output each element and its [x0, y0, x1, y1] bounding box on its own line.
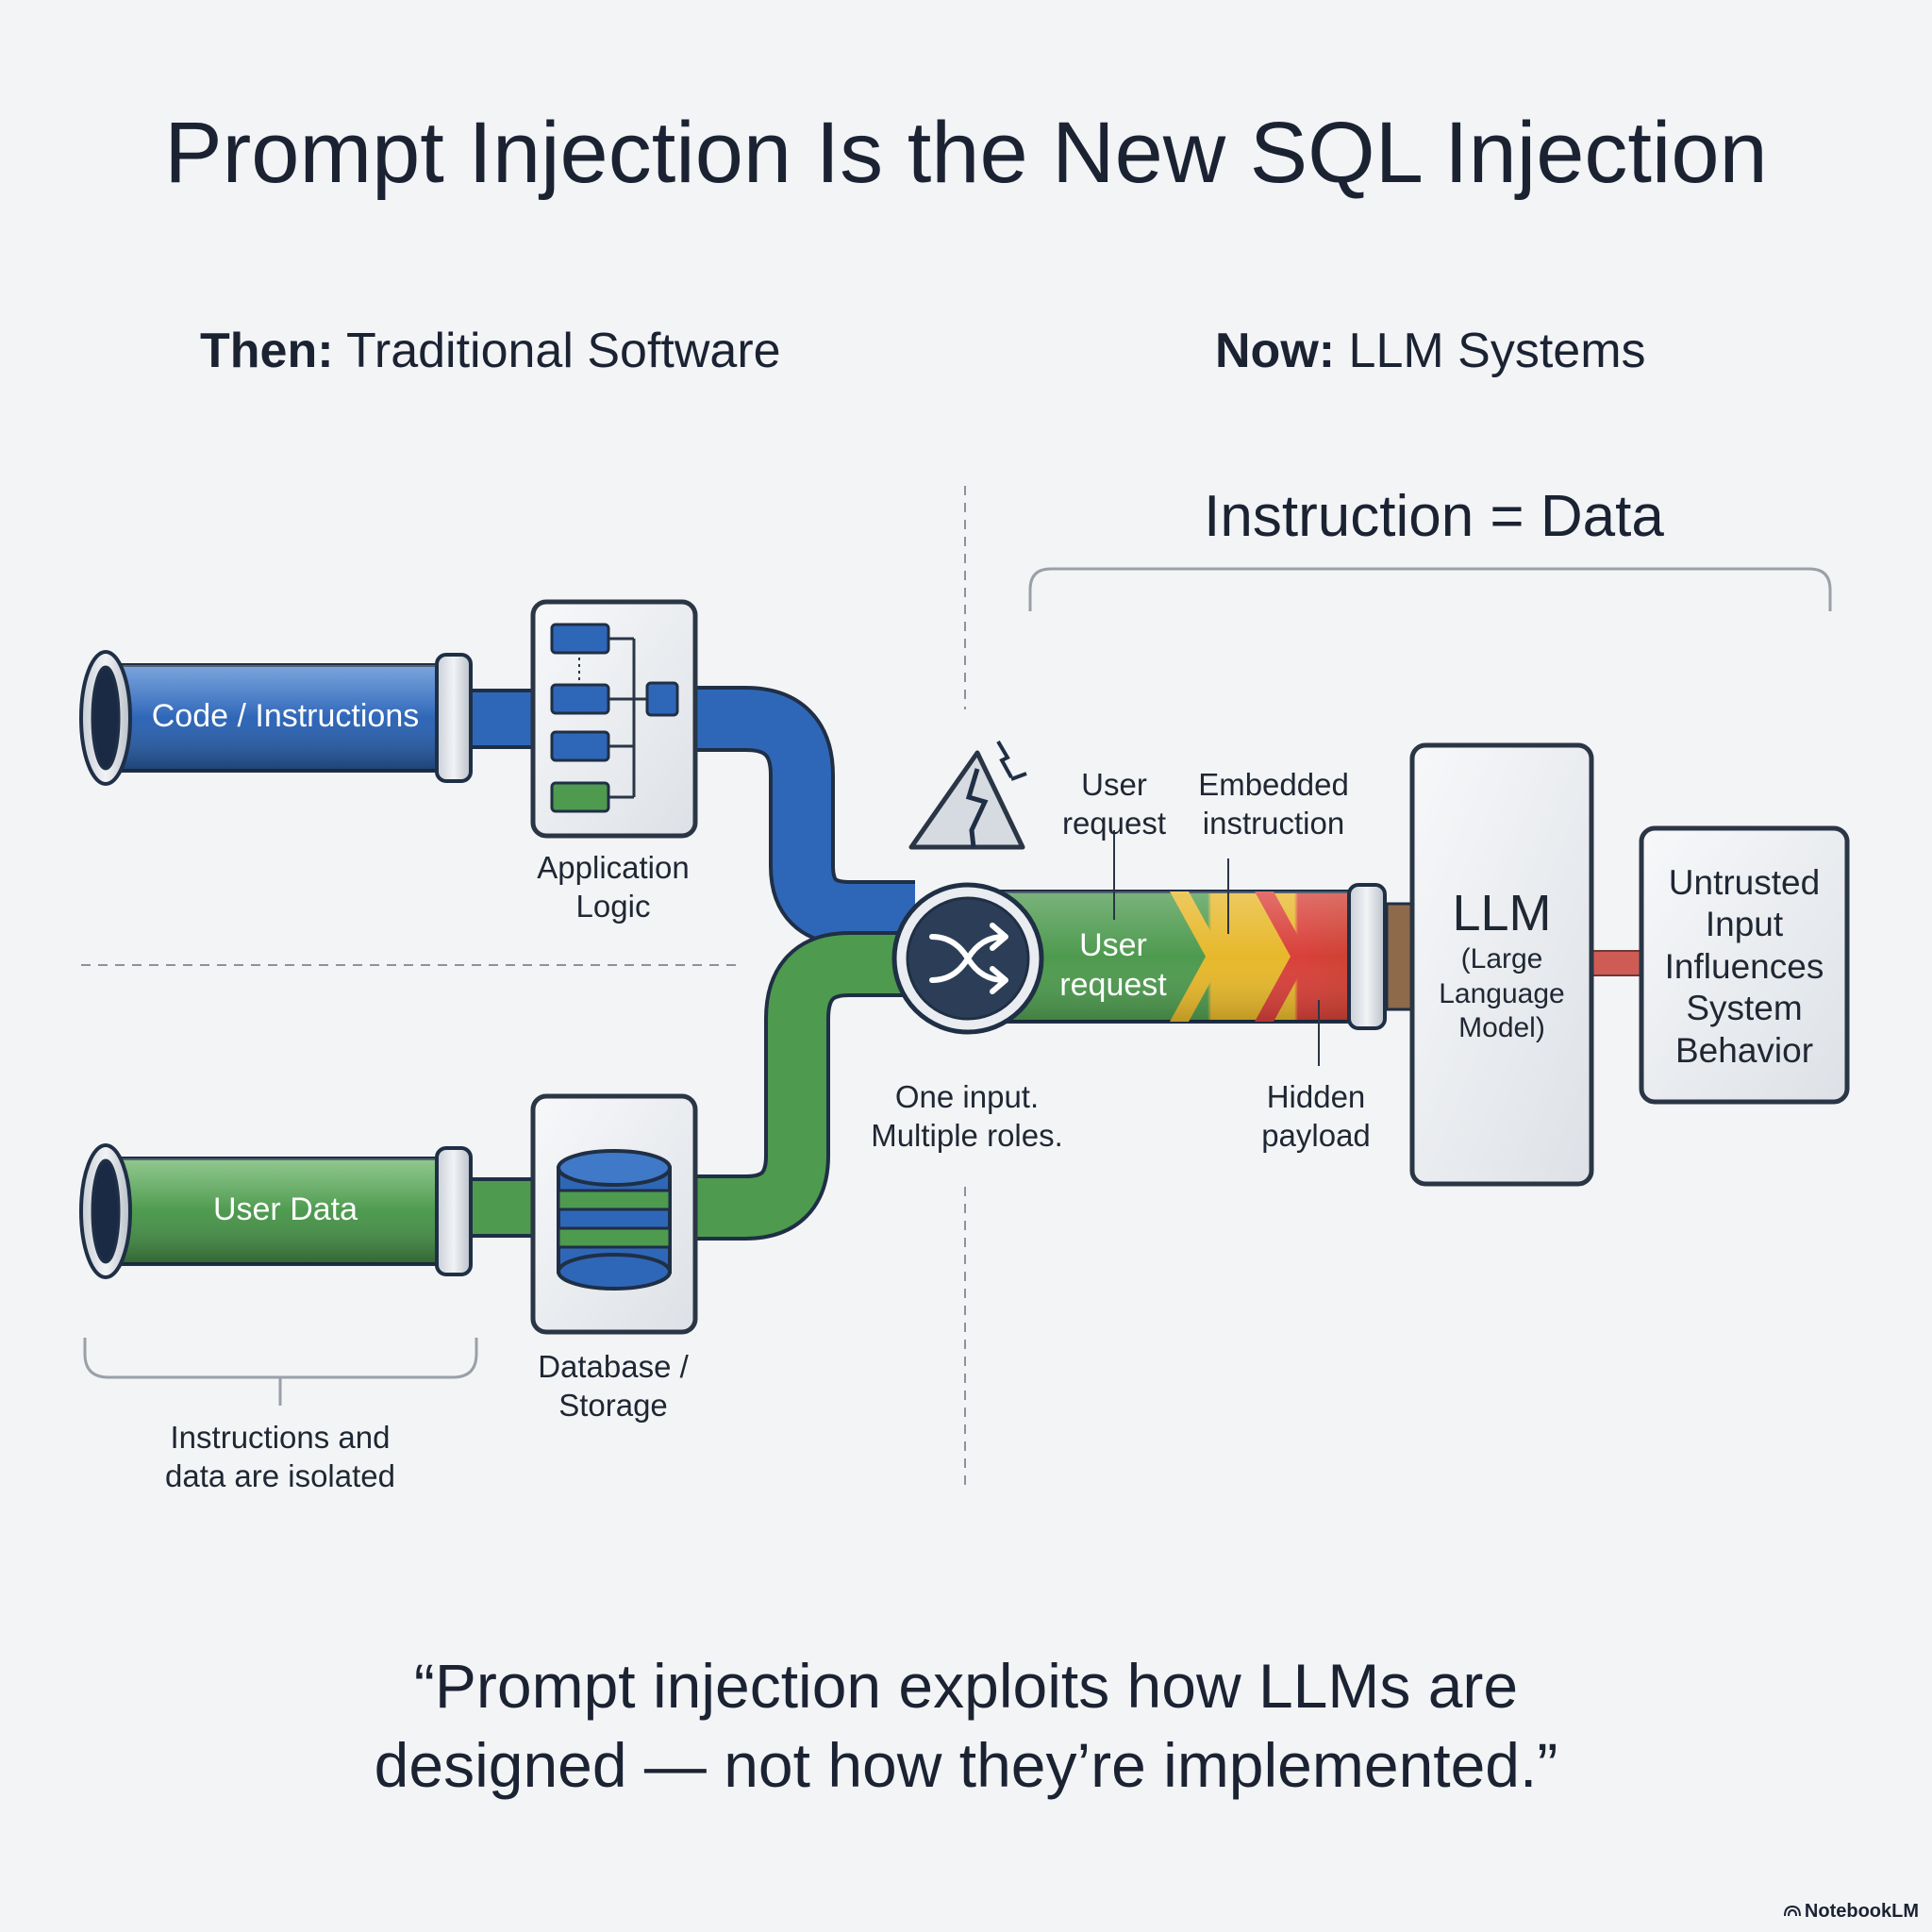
- user-request-pipe-label-line: User: [1079, 927, 1147, 963]
- one-input-label-line: One input.: [894, 1079, 1040, 1114]
- user-data-label: User Data: [212, 1191, 358, 1227]
- embedded-instruction-callout-line: Embedded: [1198, 767, 1349, 802]
- now-heading-text: LLM Systems: [1335, 324, 1646, 378]
- now-heading: Now: LLM Systems: [1215, 323, 1646, 379]
- user-request-pipe-label-line: request: [1059, 967, 1167, 1004]
- untrusted-line: System: [1686, 989, 1803, 1028]
- then-heading: Then: Traditional Software: [200, 323, 781, 379]
- database-storage-label-line: Storage: [558, 1387, 668, 1423]
- notebooklm-logo-icon: [1783, 1905, 1801, 1917]
- instruction-equals-data-banner: Instruction = Data: [1204, 484, 1664, 549]
- embedded-instruction-callout-line: instruction: [1202, 805, 1345, 841]
- database-storage-label: Database / Storage: [491, 1348, 736, 1425]
- one-input-label-line: Multiple roles.: [871, 1117, 1063, 1153]
- untrusted-line: Influences: [1664, 946, 1824, 986]
- database-storage-label-line: Database /: [538, 1349, 689, 1384]
- blue-connector-pipe: [679, 690, 915, 942]
- brand-watermark: NotebookLM: [1783, 1901, 1919, 1923]
- embedded-instruction-callout: Embedded instruction: [1160, 766, 1387, 843]
- one-input-label: One input. Multiple roles.: [821, 1078, 1113, 1156]
- untrusted-line: Untrusted: [1668, 863, 1821, 902]
- then-heading-bold: Then:: [200, 324, 334, 378]
- isolated-label-line: data are isolated: [164, 1457, 395, 1493]
- hidden-payload-callout: Hidden payload: [1231, 1078, 1401, 1156]
- shuffle-icon: [929, 923, 1008, 994]
- green-connector-pipe: [679, 935, 915, 1237]
- llm-box: [1409, 742, 1594, 1187]
- user-request-callout-line: request: [1061, 805, 1167, 841]
- llm-subtitle-line: Language: [1439, 977, 1565, 1009]
- bottom-quote: “Prompt injection exploits how LLMs are …: [0, 1646, 1932, 1806]
- blue-link-pipe: [460, 689, 540, 749]
- now-heading-bold: Now:: [1215, 324, 1336, 378]
- untrusted-line: Input: [1705, 905, 1784, 944]
- isolated-bracket: [83, 1338, 478, 1379]
- llm-subtitle-line: (Large: [1460, 943, 1543, 974]
- hidden-payload-callout-line: Hidden: [1266, 1079, 1366, 1114]
- page-title: Prompt Injection Is the New SQL Injectio…: [164, 105, 1768, 201]
- application-logic-label-line: Application: [537, 850, 690, 885]
- database-storage-box: [530, 1093, 698, 1335]
- brand-name: NotebookLM: [1804, 1901, 1919, 1922]
- user-data-pipe: [79, 1143, 473, 1279]
- database-icon: [557, 1149, 672, 1291]
- junction-shuffle: [891, 882, 1044, 1035]
- llm-text: LLM (Large Language Model): [1412, 884, 1591, 1046]
- code-instructions-pipe: [79, 650, 473, 786]
- user-request-callout: User request: [1039, 766, 1190, 843]
- green-link-pipe: [460, 1177, 540, 1238]
- llm-subtitle-line: Model): [1458, 1012, 1545, 1044]
- hidden-payload-callout-line: payload: [1261, 1117, 1371, 1153]
- isolated-label-line: Instructions and: [170, 1420, 391, 1455]
- application-logic-label-line: Logic: [575, 888, 651, 924]
- untrusted-input-text: Untrusted Input Influences System Behavi…: [1641, 862, 1847, 1072]
- user-request-callout-line: User: [1081, 767, 1147, 802]
- isolated-label: Instructions and data are isolated: [129, 1419, 431, 1496]
- quote-line: designed — not how they’re implemented.”: [374, 1730, 1558, 1801]
- llm-title: LLM: [1452, 885, 1552, 941]
- mixed-input-pipe: [998, 883, 1642, 1030]
- user-request-pipe-label: User request: [1042, 925, 1184, 1005]
- then-heading-text: Traditional Software: [333, 324, 781, 378]
- untrusted-line: Behavior: [1674, 1030, 1814, 1070]
- flowchart-icon: [550, 623, 679, 813]
- code-instructions-label: Code / Instructions: [151, 698, 420, 734]
- application-logic-box: [530, 599, 698, 839]
- instruction-data-bracket: [1028, 567, 1832, 611]
- application-logic-label: Application Logic: [500, 849, 726, 926]
- untrusted-box: [1639, 825, 1850, 1105]
- cracked-mountain-warning-icon: [908, 740, 1027, 850]
- quote-line: “Prompt injection exploits how LLMs are: [413, 1651, 1519, 1721]
